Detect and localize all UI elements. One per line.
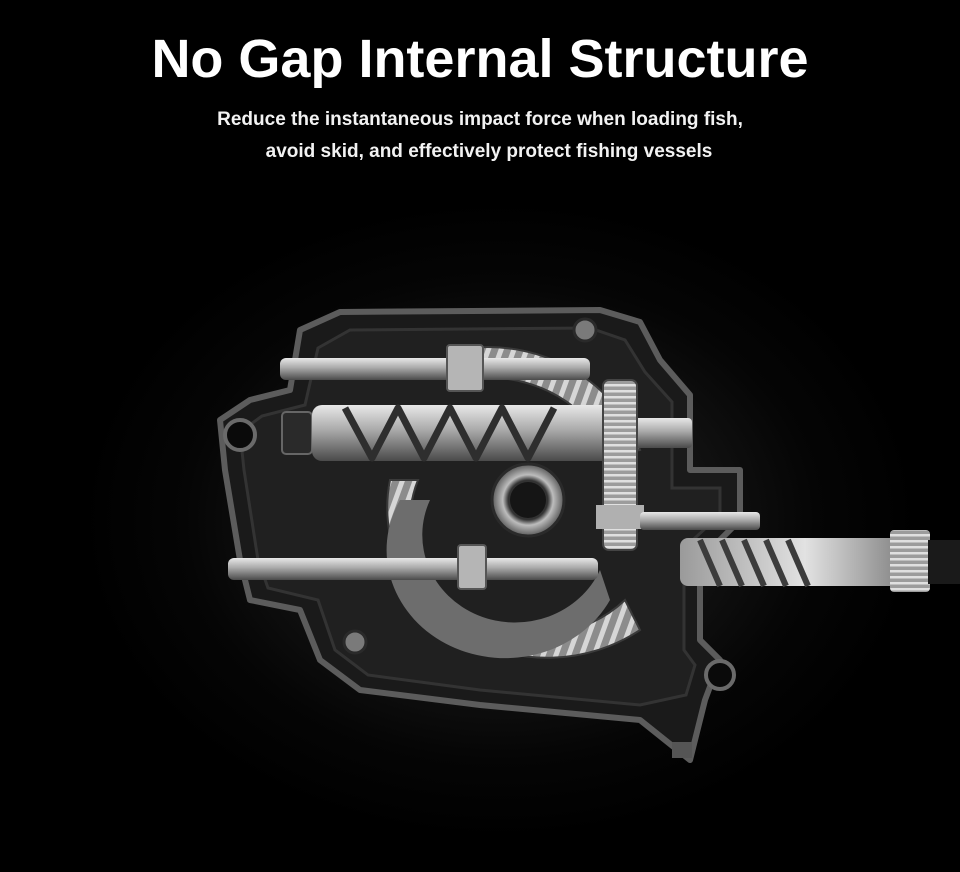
- bottom-guide-rod: [228, 544, 598, 590]
- subtitle-line-2: avoid skid, and effectively protect fish…: [265, 141, 713, 162]
- screw-bottom: [342, 629, 368, 655]
- main-drive-shaft: [640, 512, 960, 592]
- screw-top: [572, 317, 598, 343]
- mount-hole: [223, 418, 257, 452]
- subtitle-line-1: Reduce the instantaneous impact force wh…: [217, 109, 743, 130]
- page-title: No Gap Internal Structure: [151, 29, 809, 89]
- spur-drive-gear: [596, 379, 644, 551]
- top-guide-rod: [280, 344, 590, 392]
